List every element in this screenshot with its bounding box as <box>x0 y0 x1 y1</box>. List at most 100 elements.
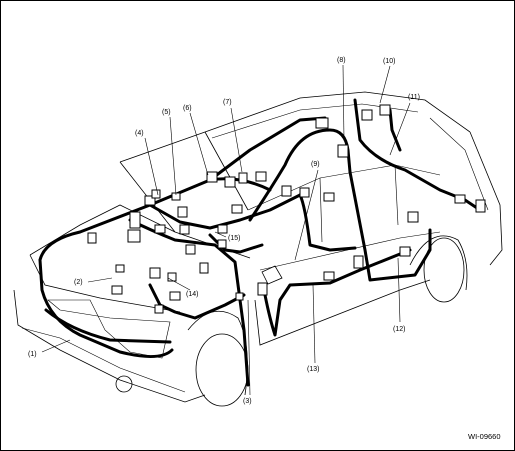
connector <box>257 282 268 296</box>
leader-line-11 <box>389 102 411 156</box>
connector <box>179 224 190 235</box>
callout-4: (4) <box>135 130 144 137</box>
harness-front-lower <box>38 258 174 358</box>
connector <box>217 239 227 249</box>
hood-front-edge <box>29 254 181 313</box>
connector <box>111 285 123 295</box>
connector <box>144 195 156 206</box>
callout-5: (5) <box>162 109 171 116</box>
harness-floor-main <box>263 248 412 337</box>
hood-outline <box>29 204 251 259</box>
leader-line-2 <box>87 277 113 283</box>
connector <box>337 144 349 158</box>
connector <box>281 185 292 197</box>
harness-roof <box>208 116 327 182</box>
rocker-line <box>254 279 431 346</box>
connector <box>151 189 161 199</box>
connector <box>217 224 228 234</box>
connector <box>129 211 141 229</box>
callout-3: (3) <box>243 398 252 405</box>
lower-bumper <box>21 327 186 393</box>
connector <box>235 292 244 301</box>
connector <box>87 232 97 244</box>
callout-labels: (1) (2) (3) (4) (5) (6) (7) (8) (9) (10)… <box>28 57 420 405</box>
callout-10: (10) <box>383 58 395 65</box>
leader-lines <box>41 64 411 396</box>
grille <box>47 299 171 359</box>
leader-line-1 <box>41 339 71 353</box>
front-fascia <box>13 289 206 403</box>
harness-front-bumper <box>44 308 172 344</box>
front-wheel <box>195 333 249 407</box>
leader-line-9 <box>294 169 319 261</box>
leader-line-8 <box>342 64 345 141</box>
callout-9: (9) <box>311 161 320 168</box>
connector <box>238 172 248 184</box>
side-lower-line <box>259 231 441 271</box>
leader-line-4 <box>144 137 159 196</box>
front-wheel-arch <box>187 310 248 396</box>
connector <box>323 271 335 281</box>
figure-id: WI-09660 <box>468 432 501 441</box>
callout-6: (6) <box>183 105 192 112</box>
connector <box>399 246 411 257</box>
connector <box>169 291 181 301</box>
c-pillar <box>394 164 399 226</box>
harness-rear-side <box>348 170 432 282</box>
callout-13: (13) <box>307 366 319 373</box>
side-window-line <box>247 164 441 211</box>
connector <box>299 187 310 198</box>
connector <box>185 244 196 255</box>
harness-center-arch <box>248 128 352 222</box>
connector <box>379 104 391 116</box>
leader-line-12 <box>397 257 401 323</box>
connector <box>323 192 335 202</box>
connector <box>224 176 236 188</box>
callout-15: (15) <box>228 235 240 242</box>
connector <box>231 204 243 214</box>
callout-8: (8) <box>337 57 346 64</box>
connector <box>154 224 166 234</box>
callout-2: (2) <box>74 279 83 286</box>
harness-lower-left <box>148 283 246 320</box>
connector <box>115 264 125 273</box>
rear-wheel-arch <box>409 235 468 291</box>
leader-line-3 <box>247 299 251 396</box>
callout-14: (14) <box>186 291 198 298</box>
leader-line-13 <box>312 284 316 364</box>
rear-outline <box>469 131 503 266</box>
harness-rear-roof <box>353 98 482 212</box>
connector <box>149 267 161 279</box>
leader-line-14 <box>167 277 191 291</box>
harness-door <box>298 193 357 252</box>
callout-12: (12) <box>393 326 405 333</box>
connector <box>199 262 209 274</box>
rear-wheel <box>423 237 465 303</box>
connectors <box>87 104 486 314</box>
leader-line-10 <box>379 65 391 104</box>
leader-line-15 <box>214 231 227 238</box>
connector <box>361 109 373 121</box>
connector <box>206 171 218 183</box>
connector <box>475 199 486 213</box>
vehicle-body <box>13 91 503 407</box>
connector <box>177 206 188 218</box>
connector <box>315 117 329 129</box>
leader-line-5 <box>169 116 177 196</box>
connector <box>407 211 419 223</box>
rear-window <box>429 117 489 211</box>
b-pillar <box>319 177 323 243</box>
harness-dash <box>148 193 302 230</box>
roof-outline <box>119 91 471 163</box>
connector <box>353 255 364 269</box>
connector <box>255 171 267 182</box>
harness-tailgate <box>388 108 402 152</box>
side-mirror <box>261 265 283 285</box>
connector <box>127 229 141 243</box>
connector <box>167 272 177 282</box>
leader-line-7 <box>230 107 243 173</box>
fog-lamp <box>115 375 133 393</box>
leader-line-6 <box>189 112 209 176</box>
